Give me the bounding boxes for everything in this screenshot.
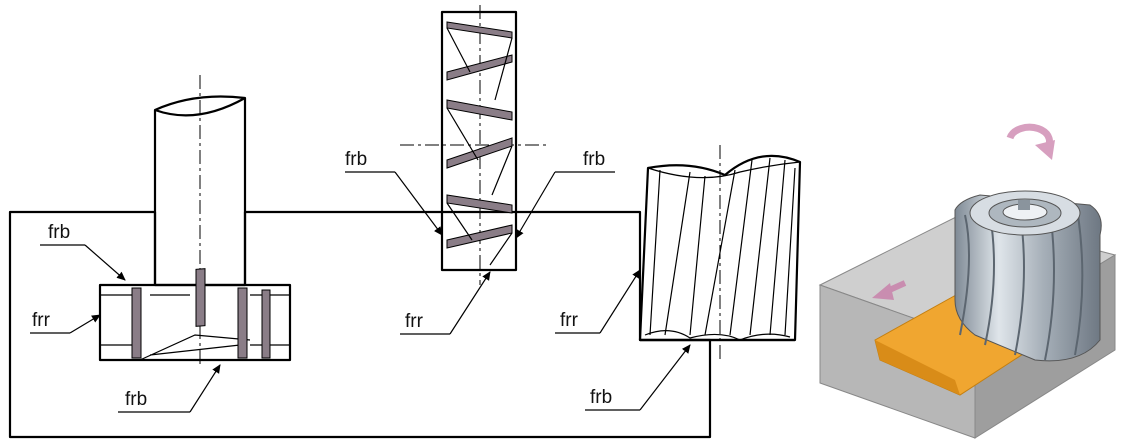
right-frb-label: frb — [590, 387, 612, 408]
right-frr-arrow — [599, 269, 641, 334]
left-frb-top-label: frb — [48, 222, 70, 243]
left-end-mill — [98, 75, 292, 365]
left-frb-bottom-arrow — [189, 364, 221, 413]
left-frr-arrow — [69, 314, 101, 334]
rotation-arrow-icon — [1006, 123, 1055, 160]
feed-direction-arrow-icon — [872, 280, 907, 300]
right-cutter — [638, 145, 802, 360]
shell-mill-cutter — [954, 190, 1102, 362]
mid-frb-right-arrow — [515, 171, 556, 239]
milling-3d-illustration — [818, 123, 1117, 439]
mid-frb-left-label: frb — [345, 149, 367, 170]
mid-frb-left-arrow — [394, 171, 443, 236]
right-frr-label: frr — [560, 310, 579, 331]
middle-cutter — [400, 5, 550, 285]
mid-frr-arrow — [449, 271, 491, 335]
right-frb-arrow — [639, 344, 691, 411]
mid-frr-label: frr — [405, 311, 424, 332]
left-frr-label: frr — [32, 310, 51, 331]
left-frb-top-arrow — [84, 244, 126, 281]
left-frb-bottom-label: frb — [125, 389, 147, 410]
mid-frb-right-label: frb — [583, 149, 605, 170]
